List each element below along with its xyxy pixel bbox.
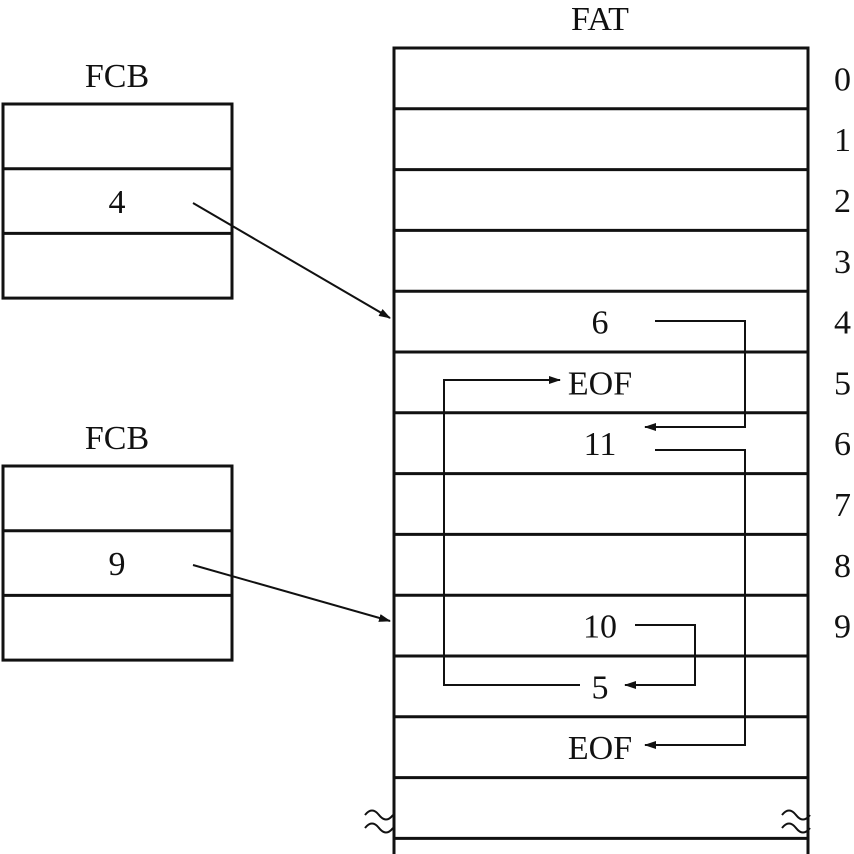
fat-cell-10: 5	[592, 669, 609, 706]
chain-arrow-4-to-6	[644, 320, 746, 431]
fcb_bottom-outline	[1, 464, 234, 662]
fat-title: FAT	[571, 1, 629, 38]
break-mark-left-icon	[364, 809, 394, 834]
fat-cell-5: EOF	[568, 365, 632, 402]
fat-index-5: 5	[834, 365, 851, 402]
fat-index-6: 6	[834, 426, 851, 463]
fcb-bottom-pointer-arrow	[192, 564, 391, 622]
fat-index-8: 8	[834, 548, 851, 585]
fat-index-2: 2	[834, 183, 851, 220]
fat-cell-6: 11	[584, 426, 617, 463]
fcb_top-outline	[1, 102, 234, 300]
fat-index-9: 9	[834, 609, 851, 646]
fat-index-4: 4	[834, 305, 851, 342]
fat-cell-4: 6	[592, 305, 609, 342]
fcb_top-cell-1: 4	[109, 184, 126, 221]
fcb-top-pointer-arrow	[192, 202, 391, 319]
fat-index-7: 7	[834, 487, 851, 524]
fat-index-0: 0	[834, 61, 851, 98]
chain-arrow-9-to-10	[624, 624, 696, 689]
fat-outline	[392, 46, 810, 854]
chain-arrow-10-to-5	[443, 376, 580, 686]
fcb_bottom-cell-1: 9	[109, 546, 126, 583]
fat-index-labels: 0 1 2 3 4 5 6 7 8 9	[834, 61, 851, 645]
fat-index-3: 3	[834, 244, 851, 281]
fcb-bottom-title: FCB	[85, 420, 149, 457]
fat-cell-11: EOF	[568, 730, 632, 767]
fcb-top-table: 4	[1, 102, 234, 300]
break-mark-right-icon	[781, 809, 811, 834]
fcb-top-title: FCB	[85, 58, 149, 95]
chain-arrow-6-to-11	[644, 449, 746, 749]
fcb-bottom-table: 9	[1, 464, 234, 662]
fat-index-1: 1	[834, 122, 851, 159]
fat-cell-9: 10	[583, 609, 617, 646]
